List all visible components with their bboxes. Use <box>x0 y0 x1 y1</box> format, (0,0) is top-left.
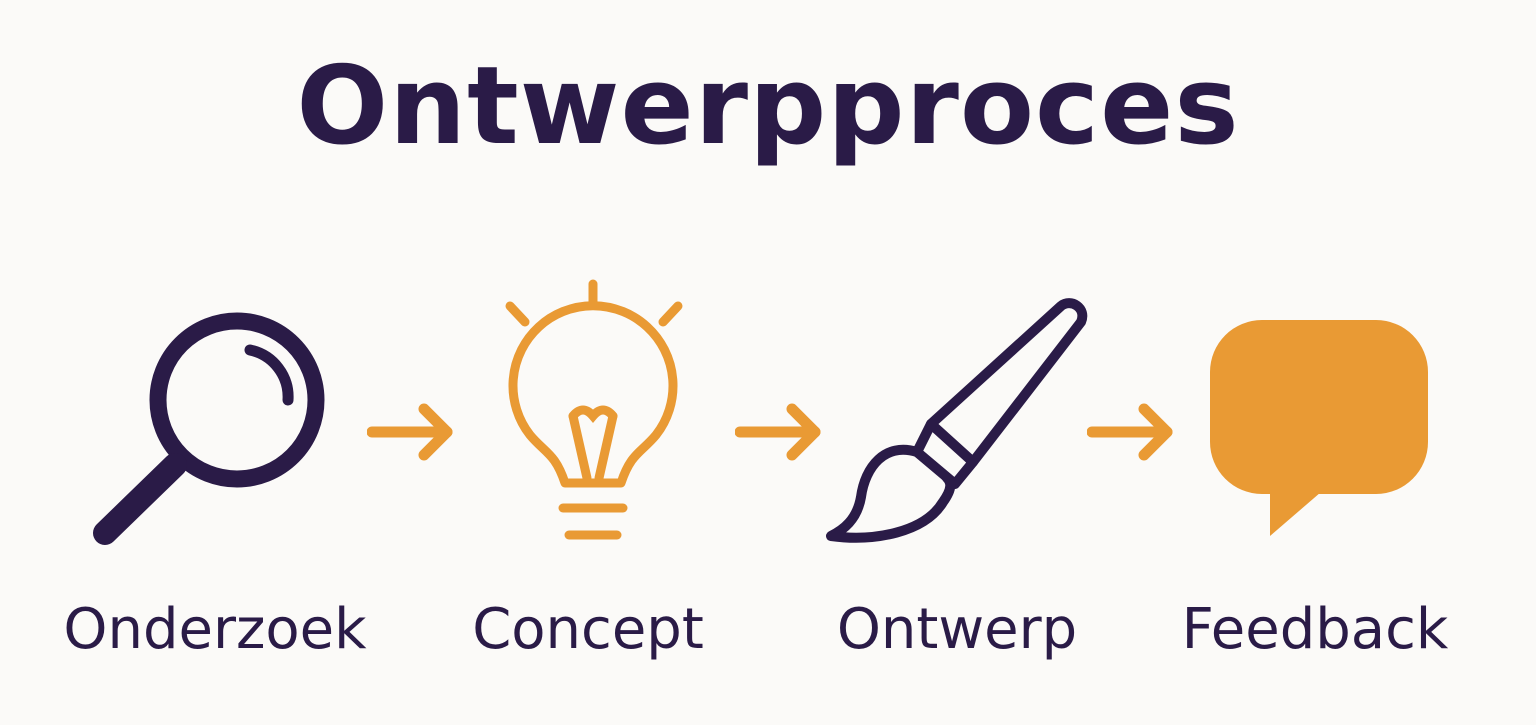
diagram-title: Ontwerpproces <box>296 44 1240 169</box>
speech-bubble-icon <box>1208 318 1430 540</box>
magnifying-glass-icon <box>90 305 340 555</box>
step-label-ontwerp: Ontwerp <box>836 597 1078 662</box>
arrow-right-icon <box>366 402 457 466</box>
step-label-onderzoek: Onderzoek <box>63 597 367 662</box>
paintbrush-icon <box>825 292 1095 552</box>
step-label-concept: Concept <box>472 597 704 662</box>
arrow-right-icon <box>1086 402 1177 466</box>
lightbulb-icon <box>495 278 695 548</box>
step-label-feedback: Feedback <box>1181 597 1449 662</box>
arrow-right-icon <box>734 402 825 466</box>
